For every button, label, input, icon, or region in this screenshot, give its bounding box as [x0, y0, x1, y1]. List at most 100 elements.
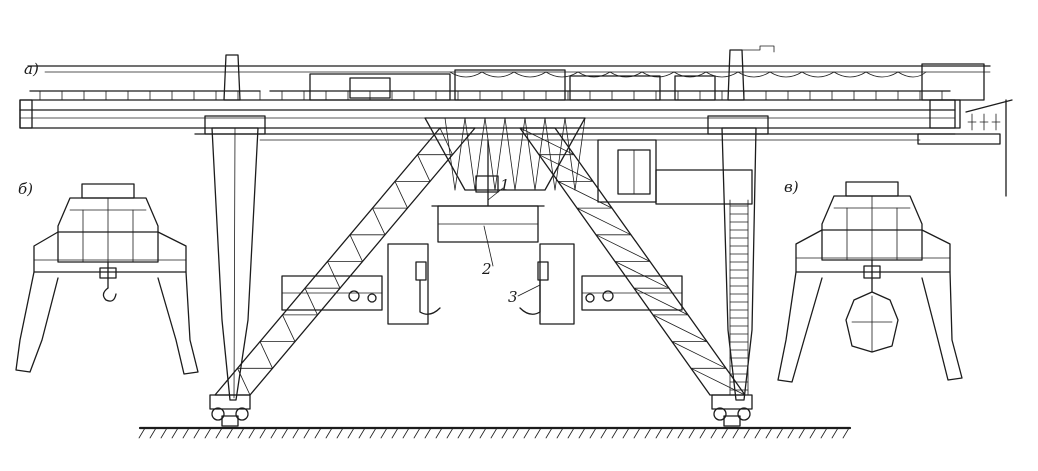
left-bogie	[209, 394, 251, 427]
stroke	[149, 427, 157, 439]
stroke	[787, 427, 795, 439]
stroke	[237, 367, 251, 396]
stroke	[765, 427, 773, 439]
stroke	[622, 427, 630, 439]
stroke	[754, 427, 762, 439]
stroke	[538, 154, 594, 182]
stroke	[490, 427, 498, 439]
stroke	[138, 427, 146, 439]
stroke	[479, 427, 487, 439]
left-truss-leg	[214, 127, 476, 396]
stroke	[468, 427, 476, 439]
stroke	[380, 427, 388, 439]
spreader-assembly	[424, 117, 586, 243]
stroke	[690, 367, 746, 396]
view-label-a: а)	[24, 60, 39, 78]
callout-1: 1	[500, 176, 510, 194]
stroke	[292, 427, 300, 439]
stroke	[402, 427, 410, 439]
stroke	[369, 427, 377, 439]
stroke	[512, 427, 520, 439]
stroke	[666, 427, 674, 439]
stroke	[417, 154, 431, 182]
stroke	[193, 427, 201, 439]
callout-3: 3	[508, 288, 518, 306]
bridge-girder	[19, 63, 991, 141]
view-label-b: б)	[18, 180, 33, 198]
stroke	[576, 207, 632, 236]
stroke	[248, 427, 256, 439]
main-view-a	[19, 45, 1013, 439]
stroke	[457, 427, 465, 439]
stroke	[435, 427, 443, 439]
stroke	[464, 117, 476, 191]
stroke	[372, 207, 386, 236]
stroke	[394, 180, 408, 209]
stroke	[519, 127, 575, 156]
stroke	[534, 117, 546, 191]
stroke	[611, 427, 619, 439]
stroke	[270, 427, 278, 439]
stroke	[578, 427, 586, 439]
stroke	[259, 427, 267, 439]
stroke	[554, 117, 566, 191]
stroke	[721, 427, 729, 439]
stroke	[514, 117, 526, 191]
stroke	[633, 427, 641, 439]
stroke	[524, 117, 536, 191]
stroke	[831, 427, 839, 439]
stroke	[732, 427, 740, 439]
stroke	[215, 427, 223, 439]
stroke	[347, 427, 355, 439]
stroke	[358, 427, 366, 439]
stroke	[644, 427, 652, 439]
callout-2: 2	[481, 260, 492, 278]
right-truss-leg	[519, 127, 753, 396]
stroke	[439, 127, 453, 156]
stroke	[614, 261, 670, 289]
stroke	[391, 427, 399, 439]
stroke	[327, 261, 341, 289]
stroke	[413, 427, 421, 439]
stroke	[743, 427, 751, 439]
stroke	[282, 314, 296, 343]
stroke	[544, 117, 556, 191]
stroke	[699, 427, 707, 439]
stroke	[474, 117, 486, 191]
stroke	[182, 427, 190, 439]
stroke	[454, 117, 466, 191]
stroke	[336, 427, 344, 439]
stroke	[564, 117, 576, 191]
stroke	[798, 427, 806, 439]
callout-leader-2	[483, 225, 494, 267]
stroke	[523, 427, 531, 439]
stroke	[776, 427, 784, 439]
stroke	[677, 427, 685, 439]
stroke	[484, 117, 496, 191]
view-label-v: в)	[784, 178, 799, 196]
stroke	[710, 427, 718, 439]
stroke	[589, 427, 597, 439]
left-column	[204, 54, 266, 401]
callout-leader-3	[517, 284, 541, 297]
stroke	[595, 234, 651, 262]
stroke	[809, 427, 817, 439]
stroke	[534, 427, 542, 439]
side-view-hook	[15, 183, 199, 375]
stroke	[671, 341, 727, 369]
stroke	[494, 117, 506, 191]
stroke	[171, 427, 179, 439]
stroke	[556, 427, 564, 439]
stroke	[842, 427, 850, 439]
stroke	[820, 427, 828, 439]
stroke	[160, 427, 168, 439]
stroke	[444, 117, 456, 191]
stroke	[281, 427, 289, 439]
callout-leader-1	[487, 187, 504, 201]
stroke	[304, 287, 318, 316]
stroke	[574, 117, 586, 191]
stroke	[303, 427, 311, 439]
right-bogie	[711, 394, 753, 427]
